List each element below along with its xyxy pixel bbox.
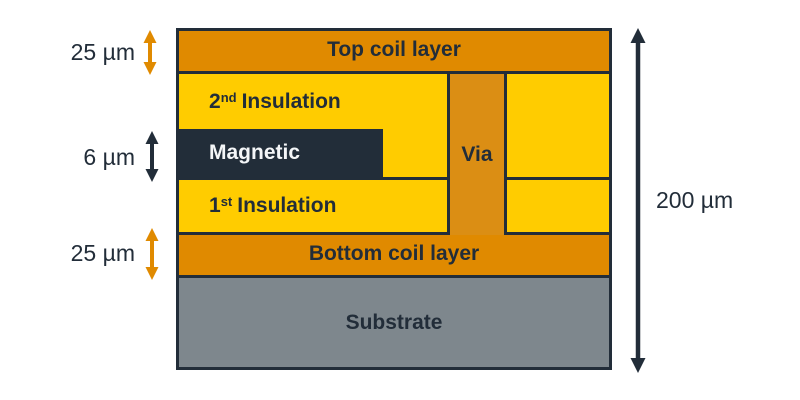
second-insulation-number: 2 [209, 89, 221, 113]
magnetic-layer-label: Magnetic [209, 141, 301, 164]
via-column: Via [447, 74, 507, 235]
first-insulation-name: Insulation [237, 194, 337, 217]
magnetic-height-arrow-icon [145, 131, 159, 182]
first-insulation-layer [179, 180, 609, 235]
top-coil-layer-label: Top coil layer [327, 37, 461, 61]
via-label: Via [461, 142, 493, 166]
top-coil-thickness-label: 25 µm [70, 39, 135, 65]
total-height-label: 200 µm [656, 187, 734, 213]
first-insulation-label-text: 1st Insulation [209, 194, 336, 218]
first-insulation-number: 1 [209, 194, 221, 217]
bottom-coil-thickness-label: 25 µm [70, 240, 135, 266]
bottom-coil-layer: Bottom coil layer [179, 235, 609, 278]
substrate-label: Substrate [345, 310, 443, 334]
first-insulation-label: 1st Insulation [179, 180, 447, 232]
first-insulation-ordinal-suffix: st [220, 194, 233, 209]
top-coil-layer: Top coil layer [179, 31, 609, 74]
magnetic-layer: Magnetic [179, 129, 383, 177]
substrate-layer: Substrate [179, 278, 609, 367]
bottom-coil-layer-label: Bottom coil layer [308, 241, 480, 265]
bottom-coil-height-arrow-icon [145, 228, 159, 280]
second-insulation-name: Insulation [241, 89, 341, 113]
magnetic-thickness-label: 6 µm [83, 144, 135, 170]
top-coil-height-arrow-icon [143, 30, 157, 75]
second-insulation-ordinal-suffix: nd [220, 89, 237, 105]
total-height-arrow-icon [630, 28, 646, 373]
